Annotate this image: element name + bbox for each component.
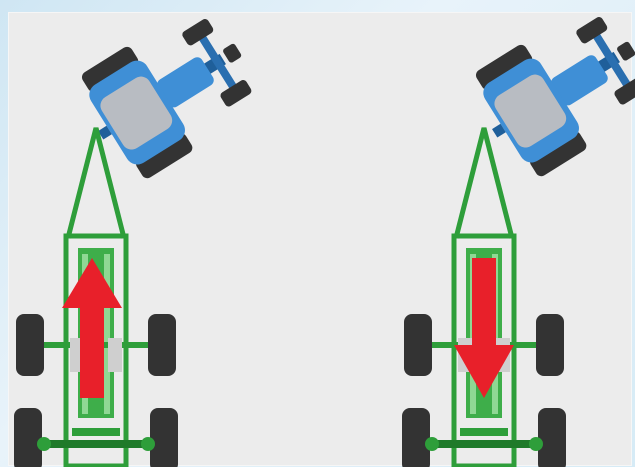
right-diagram — [402, 0, 635, 467]
arrow-up-icon — [62, 258, 122, 398]
tractor-icon — [67, 0, 271, 188]
arrow-down-icon — [454, 258, 514, 398]
tractor-icon — [461, 0, 635, 186]
left-diagram — [14, 0, 271, 467]
